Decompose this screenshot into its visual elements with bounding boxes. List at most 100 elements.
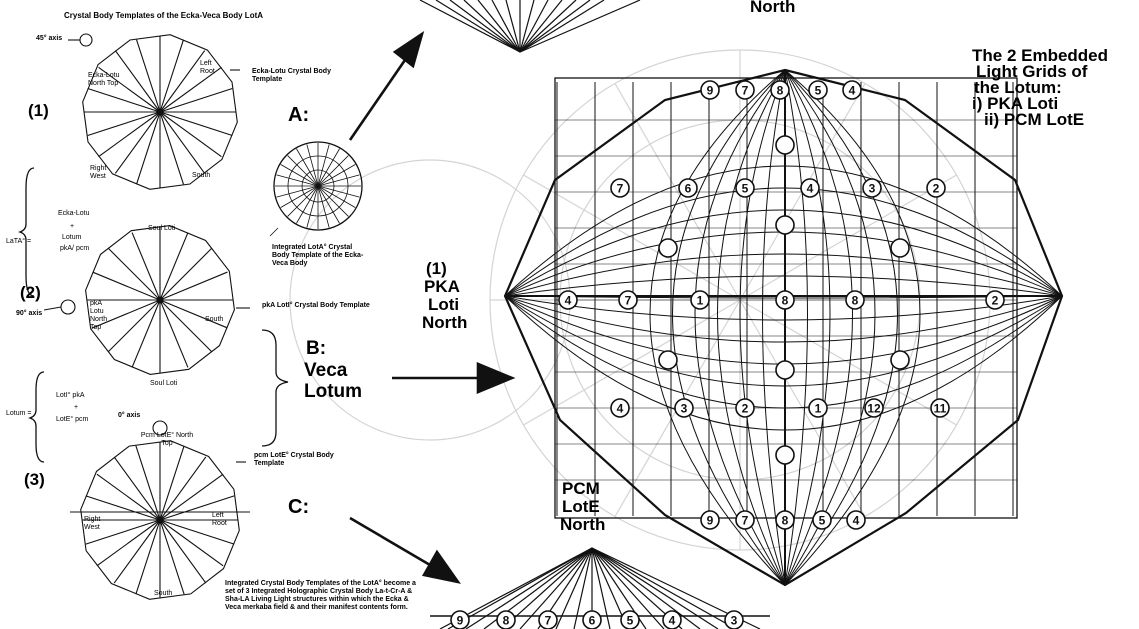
fan-line [520, 0, 548, 52]
grid-node: 9 [451, 611, 469, 629]
fan-line [466, 548, 592, 629]
grid-node: 8 [846, 291, 864, 309]
grid-latitude [505, 188, 1062, 296]
grid-node: 11 [931, 399, 949, 417]
t2-bottom-label: Soul Loti [150, 380, 177, 388]
fan-line [436, 0, 520, 52]
grid-node: 9 [701, 511, 719, 529]
grid-node: 8 [497, 611, 515, 629]
grid-node-label: 7 [625, 294, 632, 308]
template-spoke [115, 112, 160, 173]
grid-node-label: 2 [742, 402, 749, 416]
label-c: C: [288, 496, 309, 519]
label-b-line-1: B: [306, 338, 326, 359]
t3-south-label: South [154, 590, 172, 598]
integrated-spoke [318, 186, 329, 228]
b-brace [262, 330, 288, 446]
grid-node: 5 [621, 611, 639, 629]
template-center [157, 109, 163, 115]
template-spoke [99, 112, 160, 157]
axis-90-label: 90° axis [16, 310, 42, 318]
template-spoke [88, 89, 160, 112]
grid-node-circle [891, 239, 909, 257]
grid-node-label: 8 [782, 514, 789, 528]
grid-latitude [505, 296, 1062, 408]
template-spoke [160, 112, 232, 135]
integrated-spoke [318, 186, 360, 197]
template-spoke [108, 300, 160, 352]
grid-node-label: 3 [681, 402, 688, 416]
label-c-caption: Integrated Crystal Body Templates of the… [225, 580, 425, 612]
grid-node-label: 3 [731, 614, 738, 628]
label-b-line-3: Lotum [304, 381, 362, 402]
grid-node-circle [891, 351, 909, 369]
grid-node-label: 4 [617, 402, 624, 416]
t1-south-label: South [192, 172, 210, 180]
grid-node-circle [659, 351, 677, 369]
t3-top-label: Pcm LotE° North Top [140, 432, 194, 448]
template-spoke [136, 446, 160, 520]
grid-node: 2 [986, 291, 1004, 309]
template-center [157, 297, 163, 303]
grid-node-label: 9 [707, 514, 714, 528]
top-north-label: North [750, 0, 795, 15]
t3-left-root-label: Left Root [212, 512, 234, 528]
grid-node: 5 [813, 511, 831, 529]
lata-group-label: LaTA° = [6, 238, 31, 246]
grid-node: 12 [865, 399, 883, 417]
t1-left-root-label: Left Root [200, 60, 222, 76]
grid-node-label: 8 [503, 614, 510, 628]
integrated-spoke [276, 186, 318, 197]
grid-node: 2 [736, 399, 754, 417]
grid-node-label: 4 [565, 294, 572, 308]
template-spoke [160, 457, 206, 520]
pka-north-line-4: North [422, 314, 467, 331]
template-spoke [160, 446, 184, 520]
grid-node: 3 [675, 399, 693, 417]
fan-line [592, 548, 718, 629]
grid-node: 2 [927, 179, 945, 197]
pka-north-line-3: Loti [428, 296, 459, 313]
template-spoke [160, 520, 184, 594]
pcm-north-line-1: PCM [562, 480, 600, 497]
label-b-line-2: Veca [304, 360, 347, 381]
label-a: A: [288, 104, 309, 127]
grid-node: 7 [611, 179, 629, 197]
grid-node-label: 7 [742, 514, 749, 528]
t2-left-label: pkA Lotu North Top [90, 300, 110, 332]
grid-node: 3 [725, 611, 743, 629]
lata-line-4: pkA/ pcm [60, 245, 89, 253]
template-spoke [160, 248, 212, 300]
grid-node: 7 [736, 511, 754, 529]
grid-node: 4 [843, 81, 861, 99]
grid-node-label: 8 [782, 294, 789, 308]
template-spoke [136, 520, 160, 594]
t3-side-label: pcm LotE° Crystal Body Template [254, 452, 354, 468]
fan-line [520, 0, 576, 52]
lata-line-3: Lotum [62, 234, 81, 242]
grid-node-label: 4 [853, 514, 860, 528]
grid-node-circle [659, 239, 677, 257]
grid-meridian [785, 70, 853, 585]
grid-node: 7 [619, 291, 637, 309]
grid-node: 4 [801, 179, 819, 197]
arrow-b-head [478, 364, 512, 392]
arrow-c-head [424, 552, 458, 582]
integrated-spoke [276, 175, 318, 186]
lata-line-2: + [70, 223, 74, 231]
grid-node-label: 4 [849, 84, 856, 98]
grid-node-label: 11 [934, 402, 947, 416]
t1-inner-top-label: Ecka-Lotu North Top [88, 72, 122, 88]
pka-north-line-1: (1) [426, 260, 447, 277]
integrated-spoke [307, 144, 318, 186]
t1-side-label: Ecka-Lotu Crystal Body Template [252, 68, 352, 84]
grid-node-label: 5 [815, 84, 822, 98]
grid-meridian [718, 70, 786, 585]
axis-45-node [80, 34, 92, 46]
template-spoke [160, 40, 183, 112]
template-spoke [137, 112, 160, 184]
axis-90-node [61, 300, 75, 314]
lata-line-1: Ecka-Lotu [58, 210, 90, 218]
grid-node: 1 [809, 399, 827, 417]
